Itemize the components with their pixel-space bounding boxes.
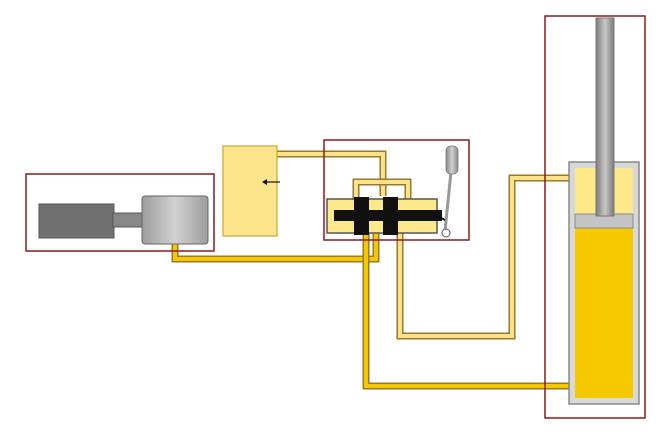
- motor-pump-frame: [25, 173, 215, 252]
- lever-handle[interactable]: [445, 145, 459, 175]
- reservoir-group: [222, 145, 280, 237]
- oil-reservoir: [222, 145, 278, 237]
- valve-spool-land-right: [383, 197, 398, 235]
- motor-shaft: [112, 212, 144, 228]
- cylinder-oil-bottom: [575, 228, 633, 398]
- electric-motor: [38, 203, 115, 239]
- lever-pivot: [441, 228, 451, 238]
- lever-link: [436, 215, 446, 221]
- return-line-top: [276, 150, 387, 196]
- hydraulic-cylinder-group: [544, 15, 646, 419]
- left-arrow-icon: [262, 179, 280, 185]
- valve-spool-land-left: [354, 197, 369, 235]
- hydraulic-pump: [141, 195, 209, 245]
- control-valve-frame: [323, 139, 470, 241]
- control-valve-group: [323, 139, 470, 241]
- cylinder-frame: [544, 15, 646, 419]
- piston-rod: [595, 17, 615, 217]
- motor-pump-group: [25, 173, 215, 252]
